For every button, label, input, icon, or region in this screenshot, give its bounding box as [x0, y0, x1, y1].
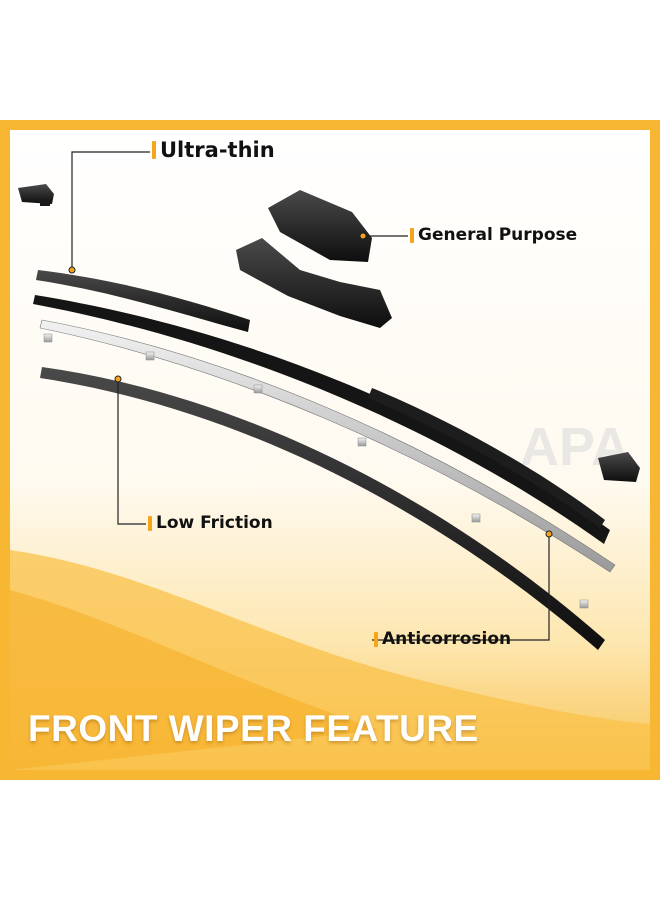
connector-upper — [268, 190, 372, 262]
callout-anticorrosion: Anticorrosion — [374, 629, 511, 649]
clip — [357, 437, 367, 447]
dot-ultra-thin — [68, 266, 76, 274]
dot-general — [359, 232, 367, 240]
wiper-exploded-diagram: APA — [0, 120, 660, 780]
accent-bar — [152, 141, 156, 159]
spoiler-piece — [36, 270, 250, 332]
leader-ultra-thin — [71, 151, 150, 270]
clip — [579, 599, 589, 609]
callout-anticorrosion-label: Anticorrosion — [382, 629, 512, 649]
end-cap-right — [598, 452, 640, 482]
leader-anticorrosion — [372, 534, 550, 641]
clip — [145, 351, 155, 361]
leader-low-friction — [117, 379, 146, 525]
callout-ultra-thin-label: Ultra-thin — [160, 138, 275, 162]
connector-base — [236, 238, 392, 328]
callout-general-purpose: General Purpose — [410, 225, 577, 245]
feature-panel: APA Ultra-thin — [0, 120, 660, 780]
yellow-wave-dark — [10, 590, 380, 770]
headline: FRONT WIPER FEATURE — [28, 708, 479, 749]
callout-low-friction: Low Friction — [148, 513, 273, 533]
accent-bar — [148, 515, 152, 531]
accent-bar — [410, 227, 414, 243]
accent-bar — [374, 631, 378, 647]
callout-low-friction-label: Low Friction — [156, 513, 273, 533]
clip — [471, 513, 481, 523]
callout-general-purpose-label: General Purpose — [418, 225, 578, 245]
steel-strip — [39, 319, 616, 573]
blade-segment — [368, 388, 605, 528]
dot-anticorrosion — [545, 530, 553, 538]
clip — [43, 333, 53, 343]
callout-ultra-thin: Ultra-thin — [152, 138, 275, 162]
dot-low-friction — [114, 375, 122, 383]
end-cap-left — [18, 184, 54, 204]
clip — [253, 384, 263, 394]
